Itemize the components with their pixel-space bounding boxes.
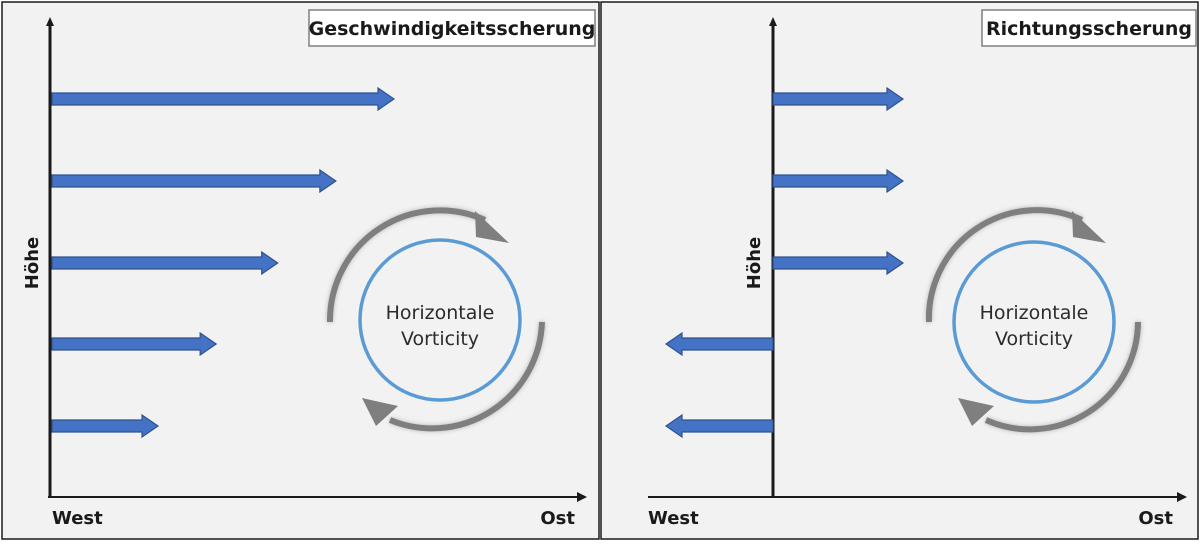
title-box-frame [981, 9, 1197, 47]
vorticity-label-line1: Horizontale [386, 302, 495, 324]
panel-title-box: Richtungsscherung [981, 9, 1197, 47]
wind-arrow-east [51, 331, 218, 357]
wind-arrow-east [772, 86, 905, 112]
wind-arrow-east [772, 168, 905, 194]
panel-background [600, 1, 1199, 540]
rotation-arrow-upper-head [475, 211, 509, 243]
x-axis-label-west: West [52, 508, 103, 529]
y-axis-label: Höhe [744, 237, 765, 289]
y-axis-label: Höhe [22, 237, 43, 289]
rotation-arrow-lower-arc [984, 321, 1141, 433]
rotation-arrow-lower-arc [388, 321, 545, 432]
panel-title-box: Geschwindigkeitsscherung [308, 9, 596, 47]
vorticity-label-line1: Horizontale [980, 302, 1089, 324]
vorticity-label-line2: Vorticity [401, 328, 479, 350]
x-axis-arrowhead [1177, 492, 1187, 502]
rotation-arrow-upper-head [1072, 211, 1106, 243]
y-axis-arrowhead [46, 17, 54, 26]
panel-title: Geschwindigkeitsscherung [309, 18, 596, 40]
x-axis-arrowhead [577, 492, 587, 502]
x-axis-label-east: Ost [1138, 508, 1173, 529]
x-axis-label-west: West [648, 508, 699, 529]
vorticity-label-line2: Vorticity [995, 328, 1073, 350]
panel-speed-shear: Geschwindigkeitsscherung Höhe West Ost H… [1, 1, 600, 540]
wind-arrows-speed-shear [51, 86, 396, 439]
wind-arrow-east [51, 250, 279, 276]
wind-arrow-west [664, 413, 774, 439]
rotation-arrow-upper-arc [925, 207, 1084, 323]
panel-title: Richtungsscherung [986, 18, 1192, 40]
title-box-frame [308, 9, 596, 47]
wind-arrow-east [51, 413, 160, 439]
panel-background [1, 1, 600, 540]
wind-arrow-east [772, 250, 905, 276]
vorticity-circle [952, 240, 1116, 404]
x-axis-label-east: Ost [540, 508, 575, 529]
y-axis-arrowhead [769, 17, 777, 26]
vorticity-speed-shear: Horizontale Vorticity [326, 207, 545, 432]
wind-arrows-directional-shear [664, 86, 905, 439]
vorticity-directional-shear: Horizontale Vorticity [925, 207, 1141, 433]
rotation-arrow-upper-arc [326, 207, 487, 323]
wind-arrow-east [51, 86, 396, 112]
rotation-arrow-lower-head [958, 398, 994, 426]
panel-directional-shear: Richtungsscherung Höhe West Ost Horizont… [600, 1, 1199, 540]
rotation-arrow-lower-head [362, 398, 398, 426]
vorticity-circle [358, 238, 522, 402]
wind-arrow-east [51, 168, 337, 194]
wind-arrow-west [664, 331, 774, 357]
